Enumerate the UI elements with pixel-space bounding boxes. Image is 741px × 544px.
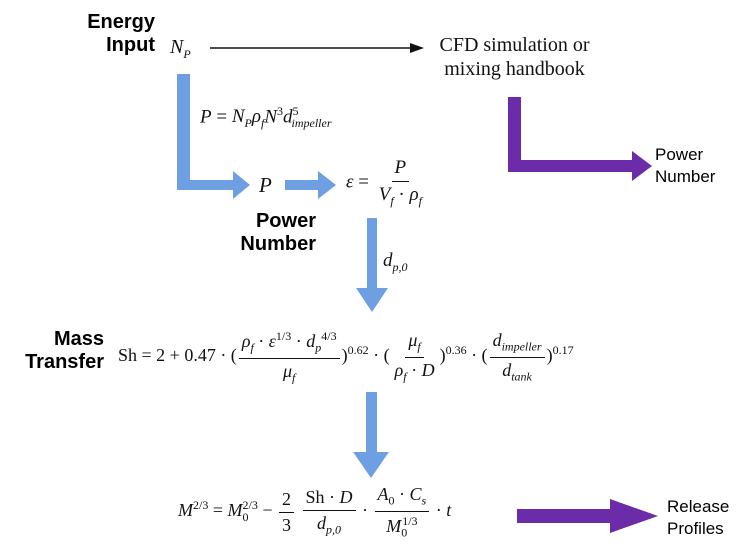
release-profiles-label: Release Profiles xyxy=(667,497,730,538)
np-symbol: NP xyxy=(170,36,191,61)
m-to-release-arrow xyxy=(517,499,658,533)
p-symbol: P xyxy=(259,173,272,197)
power-equation: P = NPρfN3d5impeller xyxy=(200,104,332,131)
mass-transfer-label: Mass Transfer xyxy=(25,328,104,373)
energy-input-label: Energy Input xyxy=(87,11,155,56)
p-to-epsilon-arrow xyxy=(285,171,336,199)
epsilon-to-sh-arrow xyxy=(356,218,388,312)
power-number-label: Power Number xyxy=(240,210,316,255)
power-number-output-label: Power Number xyxy=(655,145,716,186)
cfd-to-power-number-arrow xyxy=(508,97,652,181)
sh-to-m-arrow xyxy=(353,392,389,478)
np-to-cfd-arrowhead xyxy=(410,43,424,53)
np-to-p-arrow xyxy=(177,74,250,199)
cfd-simulation-text: CFD simulation or mixing handbook xyxy=(439,34,590,80)
dp0-symbol: dp,0 xyxy=(383,250,408,274)
